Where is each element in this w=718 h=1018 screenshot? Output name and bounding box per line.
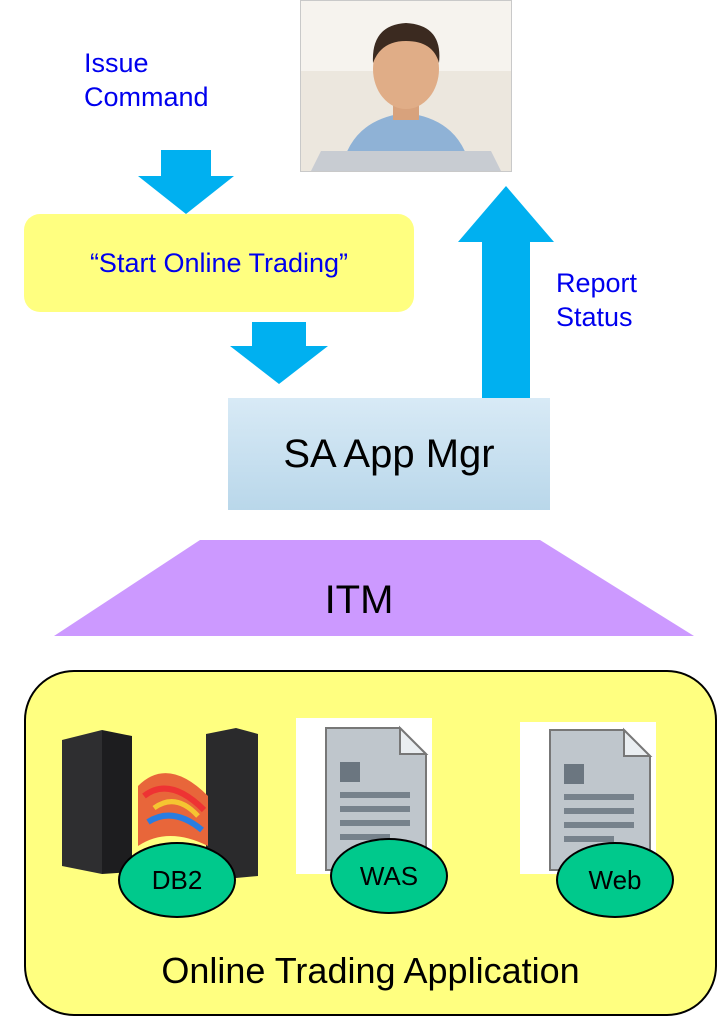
component-db2: DB2 <box>118 842 236 918</box>
report-status-line1: Report <box>556 268 638 298</box>
report-status-label: Report Status <box>556 266 637 334</box>
report-status-line2: Status <box>556 302 633 332</box>
issue-command-line2: Command <box>84 82 209 112</box>
down-arrow-icon <box>138 150 234 214</box>
itm-layer <box>54 540 694 636</box>
up-arrow-icon <box>458 186 554 400</box>
app-manager-label: SA App Mgr <box>283 431 495 476</box>
app-manager-box: SA App Mgr <box>228 398 550 510</box>
itm-label: ITM <box>324 578 394 622</box>
command-text: “Start Online Trading” <box>89 247 349 278</box>
issue-command-label: Issue Command <box>84 46 209 114</box>
issue-command-line1: Issue <box>84 48 149 78</box>
component-label: Web <box>588 864 642 895</box>
component-label: DB2 <box>151 864 203 895</box>
down-arrow-icon <box>230 322 328 384</box>
application-title: Online Trading Application <box>161 950 580 991</box>
component-label: WAS <box>359 860 419 891</box>
component-web: Web <box>556 842 674 918</box>
user-photo <box>300 0 512 172</box>
component-was: WAS <box>330 838 448 914</box>
command-box: “Start Online Trading” <box>24 214 414 312</box>
